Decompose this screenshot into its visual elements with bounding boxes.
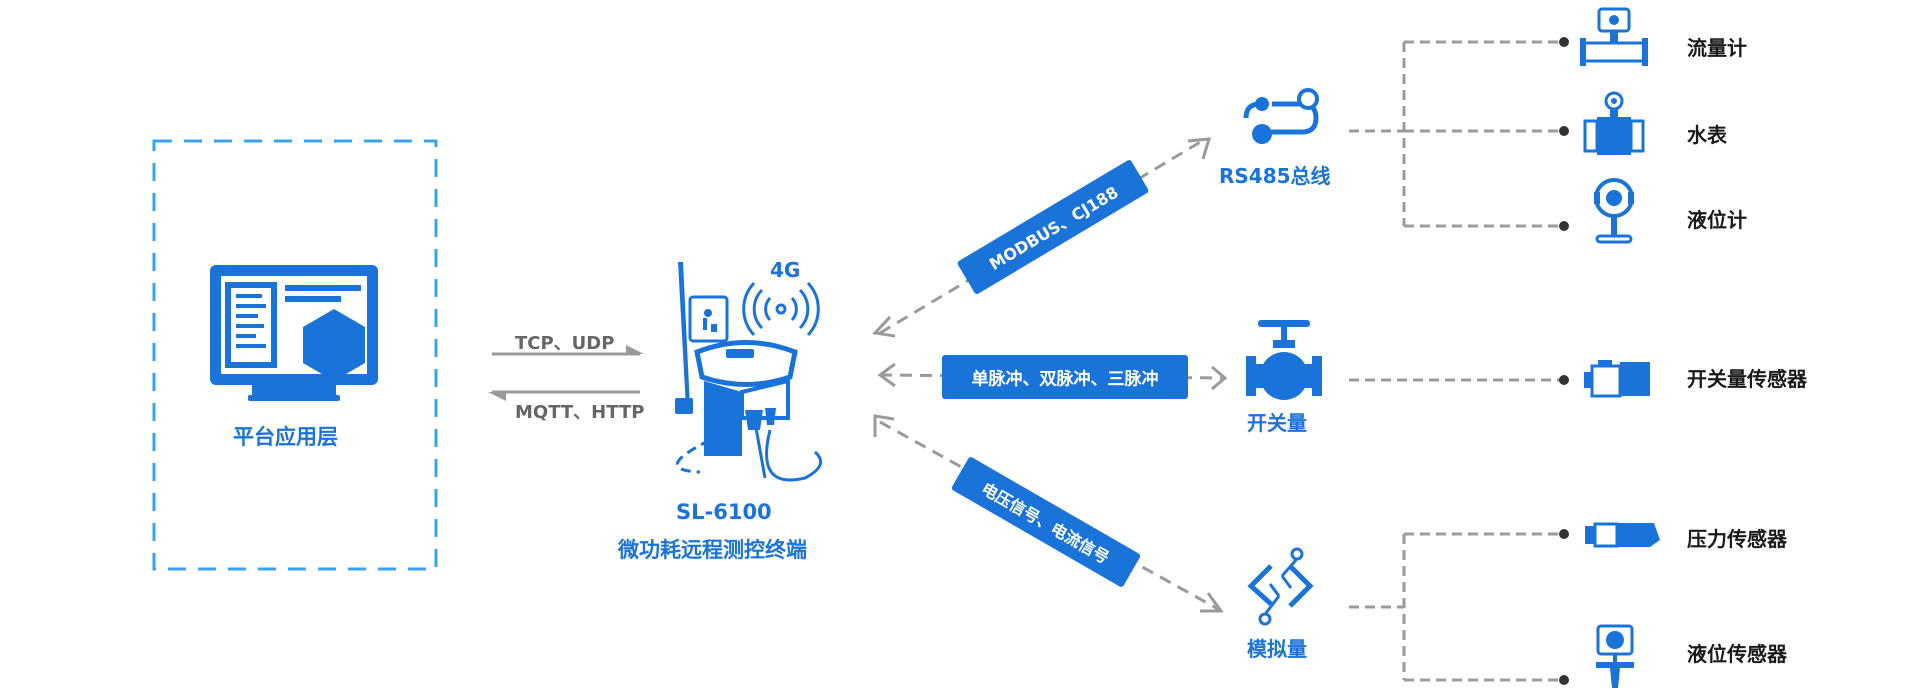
device-water-meter: 水表 [1687, 123, 1727, 147]
terminal-model: SL-6100 [676, 500, 772, 524]
terminal-device-icon [675, 262, 823, 482]
device-level-sensor: 液位传感器 [1687, 642, 1787, 666]
badge-rs485 [957, 160, 1149, 294]
level-meter-icon [1594, 178, 1634, 244]
downlink-protocol-label: MQTT、HTTP [515, 402, 645, 423]
device-switch-sensor: 开关量传感器 [1687, 367, 1807, 391]
platform-container [152, 139, 438, 571]
badge-switch [942, 355, 1188, 399]
device-level-meter: 液位计 [1687, 208, 1747, 232]
signal-label: 4G [770, 258, 801, 282]
terminal-name: 微功耗远程测控终端 [618, 538, 807, 562]
device-flowmeter: 流量计 [1687, 36, 1747, 60]
uplink-protocol-label: TCP、UDP [515, 333, 615, 354]
badge-switch-text: 单脉冲、双脉冲、三脉冲 [971, 369, 1159, 390]
pressure-sensor-icon [1585, 522, 1660, 548]
bus-icon [1243, 88, 1319, 144]
device-pressure-sensor: 压力传感器 [1687, 527, 1787, 551]
switch-sensor-icon [1584, 360, 1650, 398]
monitor-icon [210, 265, 378, 401]
signal-icon [742, 281, 820, 337]
flowmeter-icon [1580, 7, 1648, 66]
analog-label: 模拟量 [1247, 637, 1307, 661]
platform-label: 平台应用层 [233, 425, 338, 449]
water-meter-icon [1583, 91, 1645, 155]
badge-analog [951, 457, 1141, 587]
level-sensor-icon [1596, 624, 1634, 688]
switch-label: 开关量 [1247, 411, 1307, 435]
rs485-label: RS485总线 [1219, 164, 1331, 188]
analog-icon [1247, 547, 1314, 626]
connector-analog [879, 420, 1221, 612]
valve-icon [1246, 320, 1322, 400]
